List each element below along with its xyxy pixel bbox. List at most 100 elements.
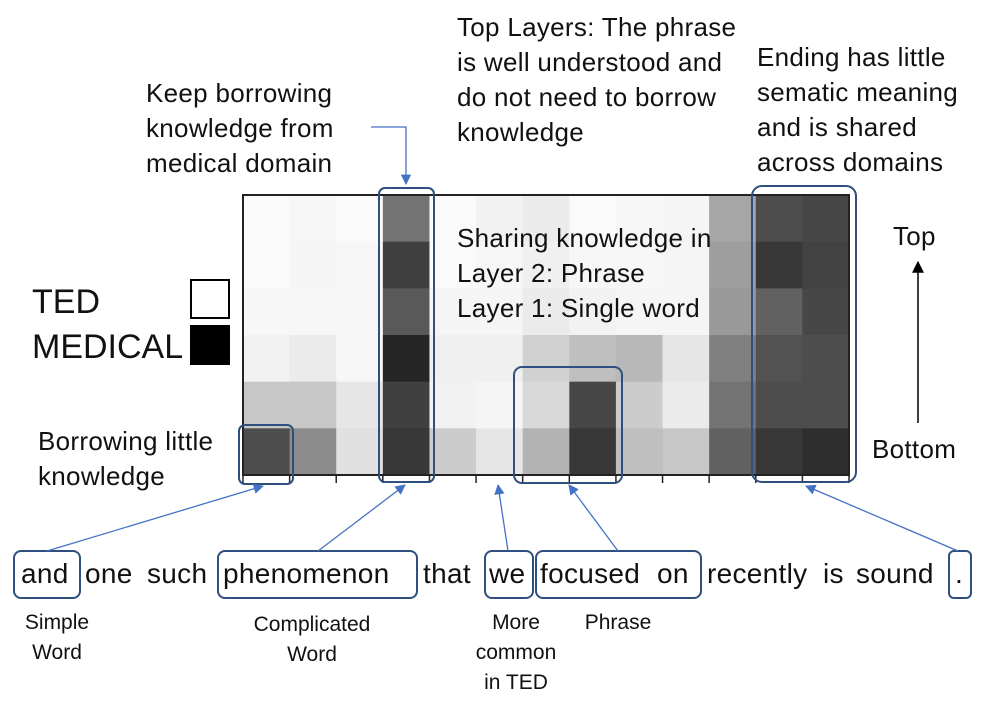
heatmap-cell: [569, 381, 617, 429]
heatmap-cell: [709, 241, 757, 289]
sentence-word-sound: sound: [856, 558, 934, 589]
heatmap-cell: [522, 288, 570, 336]
sentence-word-focused: focused: [540, 558, 641, 589]
heatmap-cell: [662, 428, 710, 476]
heatmap-cell: [243, 195, 291, 243]
heatmap-cell: [382, 335, 431, 383]
arrow-keep-borrowing: [371, 126, 412, 186]
box-ending: [751, 185, 857, 483]
heatmap-cell: [569, 241, 617, 289]
heatmap-cell: [476, 335, 524, 383]
sentence-word-recently: recently: [707, 558, 808, 589]
sentence-word-such: such: [147, 558, 208, 589]
heatmap-cell: [569, 195, 617, 243]
arrow-phrase: [568, 484, 619, 552]
heatmap: [243, 195, 850, 476]
annotation-line: Sharing knowledge in: [457, 223, 712, 253]
annotation-sharing: Sharing knowledge in Layer 2: Phrase Lay…: [457, 221, 712, 326]
annotation-keep-borrowing: Keep borrowing knowledge from medical do…: [146, 76, 334, 181]
annotation-line: medical domain: [146, 148, 333, 178]
heatmap-cell: [243, 335, 291, 383]
heatmap-cell: [802, 288, 850, 336]
heatmap-cell: [336, 288, 384, 336]
heatmap-cell: [336, 241, 384, 289]
note-line: Simple: [24, 611, 90, 634]
heatmap-cell: [243, 288, 291, 336]
heatmap-cell: [382, 381, 431, 429]
heatmap-cell: [802, 381, 850, 429]
heatmap-cell: [522, 241, 570, 289]
legend-ted-swatch: [190, 279, 230, 319]
annotation-line: is well understood and: [457, 47, 723, 77]
heatmap-cell: [429, 381, 477, 429]
note-line: Complicated: [253, 613, 371, 636]
heatmap-cell: [755, 381, 803, 429]
heatmap-cell: [336, 428, 384, 476]
annotation-line: Layer 2: Phrase: [457, 258, 646, 288]
heatmap-cell: [755, 335, 803, 383]
heatmap-cell: [709, 381, 757, 429]
sentence-word-period: .: [955, 558, 964, 589]
axis-label-top: Top: [893, 221, 936, 251]
annotation-line: across domains: [757, 147, 944, 177]
heatmap-cell: [289, 428, 337, 476]
heatmap-cell: [429, 195, 477, 243]
axis-label-bottom: Bottom: [872, 434, 957, 464]
note-line: common: [475, 641, 557, 664]
heatmap-cell: [569, 428, 617, 476]
heatmap-cell: [429, 428, 477, 476]
legend-ted-label: TED: [32, 283, 100, 321]
heatmap-cell: [476, 381, 524, 429]
heatmap-cell: [429, 335, 477, 383]
annotation-line: Keep borrowing: [146, 78, 333, 108]
heatmap-cell: [289, 381, 337, 429]
annotation-line: Top Layers: The phrase: [457, 12, 737, 42]
heatmap-cell: [243, 381, 291, 429]
heatmap-cell: [569, 288, 617, 336]
word-box-period: [948, 550, 972, 599]
heatmap-cell: [802, 335, 850, 383]
heatmap-cell: [709, 195, 757, 243]
sentence-word-one: one: [85, 558, 133, 589]
sentence-word-is: is: [823, 558, 844, 589]
annotation-line: Ending has little: [757, 42, 946, 72]
heatmap-cell: [709, 335, 757, 383]
annotation-line: knowledge: [38, 461, 166, 491]
heatmap-cell: [522, 335, 570, 383]
note-simple-word: Simple Word: [12, 608, 102, 668]
arrow-phenomenon: [317, 484, 406, 552]
heatmap-cell: [289, 195, 337, 243]
note-phrase: Phrase: [568, 608, 668, 638]
box-and: [238, 424, 294, 485]
note-line: Word: [287, 643, 337, 666]
word-box-phenomenon: [217, 550, 418, 599]
heatmap-cell: [755, 428, 803, 476]
heatmap-cell: [802, 428, 850, 476]
heatmap-cell: [615, 241, 664, 289]
heatmap-cell: [382, 241, 431, 289]
heatmap-cell: [243, 428, 291, 476]
heatmap-cell: [289, 288, 337, 336]
heatmap-cell: [476, 288, 524, 336]
note-line: Phrase: [584, 611, 652, 634]
legend-medical-label: MEDICAL: [32, 328, 184, 366]
sentence-word-that: that: [423, 558, 471, 589]
heatmap-cell: [709, 428, 757, 476]
heatmap-cell: [243, 241, 291, 289]
annotation-line: knowledge from: [146, 113, 334, 143]
sentence-word-phenomenon: phenomenon: [223, 558, 390, 589]
heatmap-cell: [755, 288, 803, 336]
legend-medical-swatch: [190, 325, 230, 365]
heatmap-cell: [662, 288, 710, 336]
heatmap-cell: [662, 381, 710, 429]
annotation-line: and is shared: [757, 112, 918, 142]
annotation-borrowing-little: Borrowing little knowledge: [38, 424, 213, 494]
heatmap-cell: [476, 195, 524, 243]
heatmap-cell: [382, 428, 431, 476]
heatmap-cell: [615, 381, 664, 429]
annotation-line: Layer 1: Single word: [457, 293, 701, 323]
heatmap-cell: [476, 428, 524, 476]
heatmap-cell: [569, 335, 617, 383]
box-phrase: [513, 366, 623, 484]
heatmap-cell: [615, 195, 664, 243]
